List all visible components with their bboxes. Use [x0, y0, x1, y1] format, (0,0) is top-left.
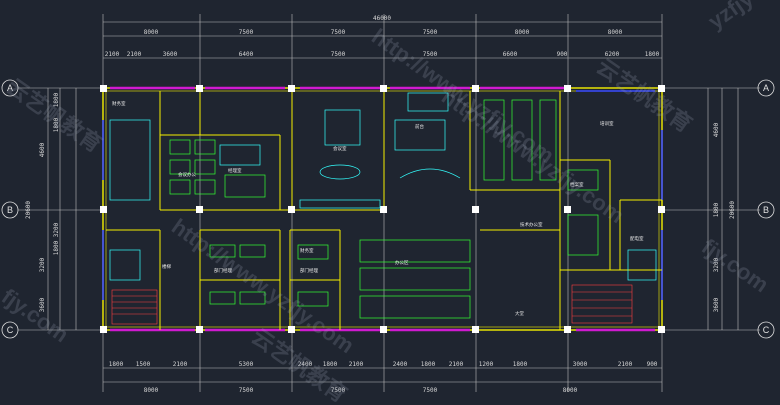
- top-dim-row2-6: 7500: [423, 51, 438, 58]
- left-dim-7: 3600: [39, 297, 46, 312]
- label-finance: 财务室: [112, 100, 126, 107]
- label-tech: 技术办公室: [520, 221, 543, 228]
- top-dim-row2-10: 1800: [645, 51, 660, 58]
- bottom-dim-6: 1800: [323, 361, 338, 368]
- left-dim-4: 3200: [53, 222, 60, 237]
- axis-bubble-right-b: [757, 201, 775, 219]
- bottom-dim-7: 2100: [349, 361, 364, 368]
- top-dim-row2-9: 6200: [605, 51, 620, 58]
- right-dim-2: 1800: [713, 202, 720, 217]
- axis-b-left: B: [7, 205, 13, 215]
- axis-bubble-left-a: [1, 79, 19, 97]
- watermark-1: yzfjy: [704, 0, 759, 34]
- top-dim-4: 7500: [423, 29, 438, 36]
- left-dim-2: 1800: [53, 117, 60, 132]
- axis-bubble-left-c: [1, 321, 19, 339]
- axis-a-right: A: [763, 83, 769, 93]
- label-reception: 前台: [415, 123, 424, 130]
- axis-bubble-left-b: [1, 201, 19, 219]
- label-training: 培训室: [600, 120, 614, 127]
- furniture-green: [169, 99, 599, 319]
- dimension-lines: [18, 14, 760, 392]
- room-labels: 财务室 会议办公 经理室 会议室 前台 培训室 技术办公室 部门经理 部门经理 …: [112, 100, 644, 317]
- overall-dimension: 46000: [373, 15, 391, 22]
- bottom-dim-15: 900: [647, 361, 658, 368]
- bottom-dim-8: 2400: [393, 361, 408, 368]
- label-office4: 财务室: [300, 247, 314, 254]
- axis-a-left: A: [7, 83, 13, 93]
- axis-b-right: B: [763, 205, 769, 215]
- left-dim-5: 1800: [53, 240, 60, 255]
- windows: [102, 90, 663, 300]
- right-dim-3: 3200: [713, 257, 720, 272]
- top-dim-row2-4: 6400: [239, 51, 254, 58]
- left-total-dim: 20600: [25, 201, 32, 219]
- watermark-3: 云艺帆教育: [2, 74, 106, 158]
- bottom-dim-row2-4: 7500: [423, 387, 438, 394]
- label-stair: 楼梯: [162, 263, 171, 270]
- bottom-dim-4: 5300: [239, 361, 254, 368]
- bottom-dim-11: 1200: [479, 361, 494, 368]
- bottom-dim-14: 2100: [618, 361, 633, 368]
- bottom-dim-row2-2: 7500: [239, 387, 254, 394]
- top-dim-3: 7500: [331, 29, 346, 36]
- axis-c-right: C: [763, 325, 770, 335]
- furniture-cyan: [109, 92, 657, 281]
- label-lobby: 大堂: [515, 310, 524, 317]
- axis-bubble-right-c: [757, 321, 775, 339]
- label-electric: 配电室: [630, 235, 644, 242]
- bottom-dim-1: 1800: [109, 361, 124, 368]
- label-office2: 部门经理: [300, 267, 318, 274]
- label-archive: 档案室: [570, 181, 584, 188]
- right-dim-4: 3600: [713, 297, 720, 312]
- bottom-dim-5: 2400: [298, 361, 313, 368]
- structural-columns: [100, 85, 665, 333]
- top-dim-row2-7: 6600: [503, 51, 518, 58]
- label-meeting: 会议室: [333, 145, 347, 152]
- top-dim-1: 8000: [144, 29, 159, 36]
- label-office1: 部门经理: [214, 267, 232, 274]
- bottom-dim-12: 1800: [513, 361, 528, 368]
- left-dim-1: 1800: [53, 92, 60, 107]
- bottom-dim-row2-3: 7500: [331, 387, 346, 394]
- axis-c-left: C: [7, 325, 14, 335]
- label-office3: 办公区: [395, 259, 409, 266]
- top-dim-row2-5: 7500: [331, 51, 346, 58]
- bottom-dim-row2-1: 8000: [144, 387, 159, 394]
- top-dim-row2-3: 3600: [163, 51, 178, 58]
- axis-markers: [1, 79, 775, 339]
- top-dim-row2-1: 2100: [105, 51, 120, 58]
- right-total-dim: 20600: [729, 201, 736, 219]
- watermark-7: http://www.yzfjy.com: [437, 84, 629, 229]
- stair: [111, 284, 633, 325]
- bottom-dim-3: 2100: [173, 361, 188, 368]
- top-dim-2: 7500: [239, 29, 254, 36]
- dimension-labels: 46000 8000 7500 7500 7500 8000 8000 2100…: [25, 15, 736, 394]
- top-dim-row2-8: 900: [557, 51, 568, 58]
- bottom-dim-13: 3000: [573, 361, 588, 368]
- label-manager: 经理室: [228, 167, 242, 174]
- bottom-dim-row2-5: 8000: [563, 387, 578, 394]
- left-dim-3: 4600: [39, 142, 46, 157]
- right-dim-1: 4600: [713, 122, 720, 137]
- top-dim-6: 8000: [608, 29, 623, 36]
- left-dim-6: 3200: [39, 257, 46, 272]
- bottom-dim-9: 1800: [421, 361, 436, 368]
- bottom-dim-2: 1500: [136, 361, 151, 368]
- top-dim-5: 8000: [515, 29, 530, 36]
- axis-letters: A B C A B C: [7, 83, 770, 335]
- bottom-dim-10: 2100: [449, 361, 464, 368]
- top-dim-row2-2: 2100: [127, 51, 142, 58]
- interior-walls: [106, 91, 662, 330]
- label-accounting: 会议办公: [178, 171, 196, 178]
- axis-bubble-right-a: [757, 79, 775, 97]
- watermark-9: fjy.com: [697, 234, 773, 298]
